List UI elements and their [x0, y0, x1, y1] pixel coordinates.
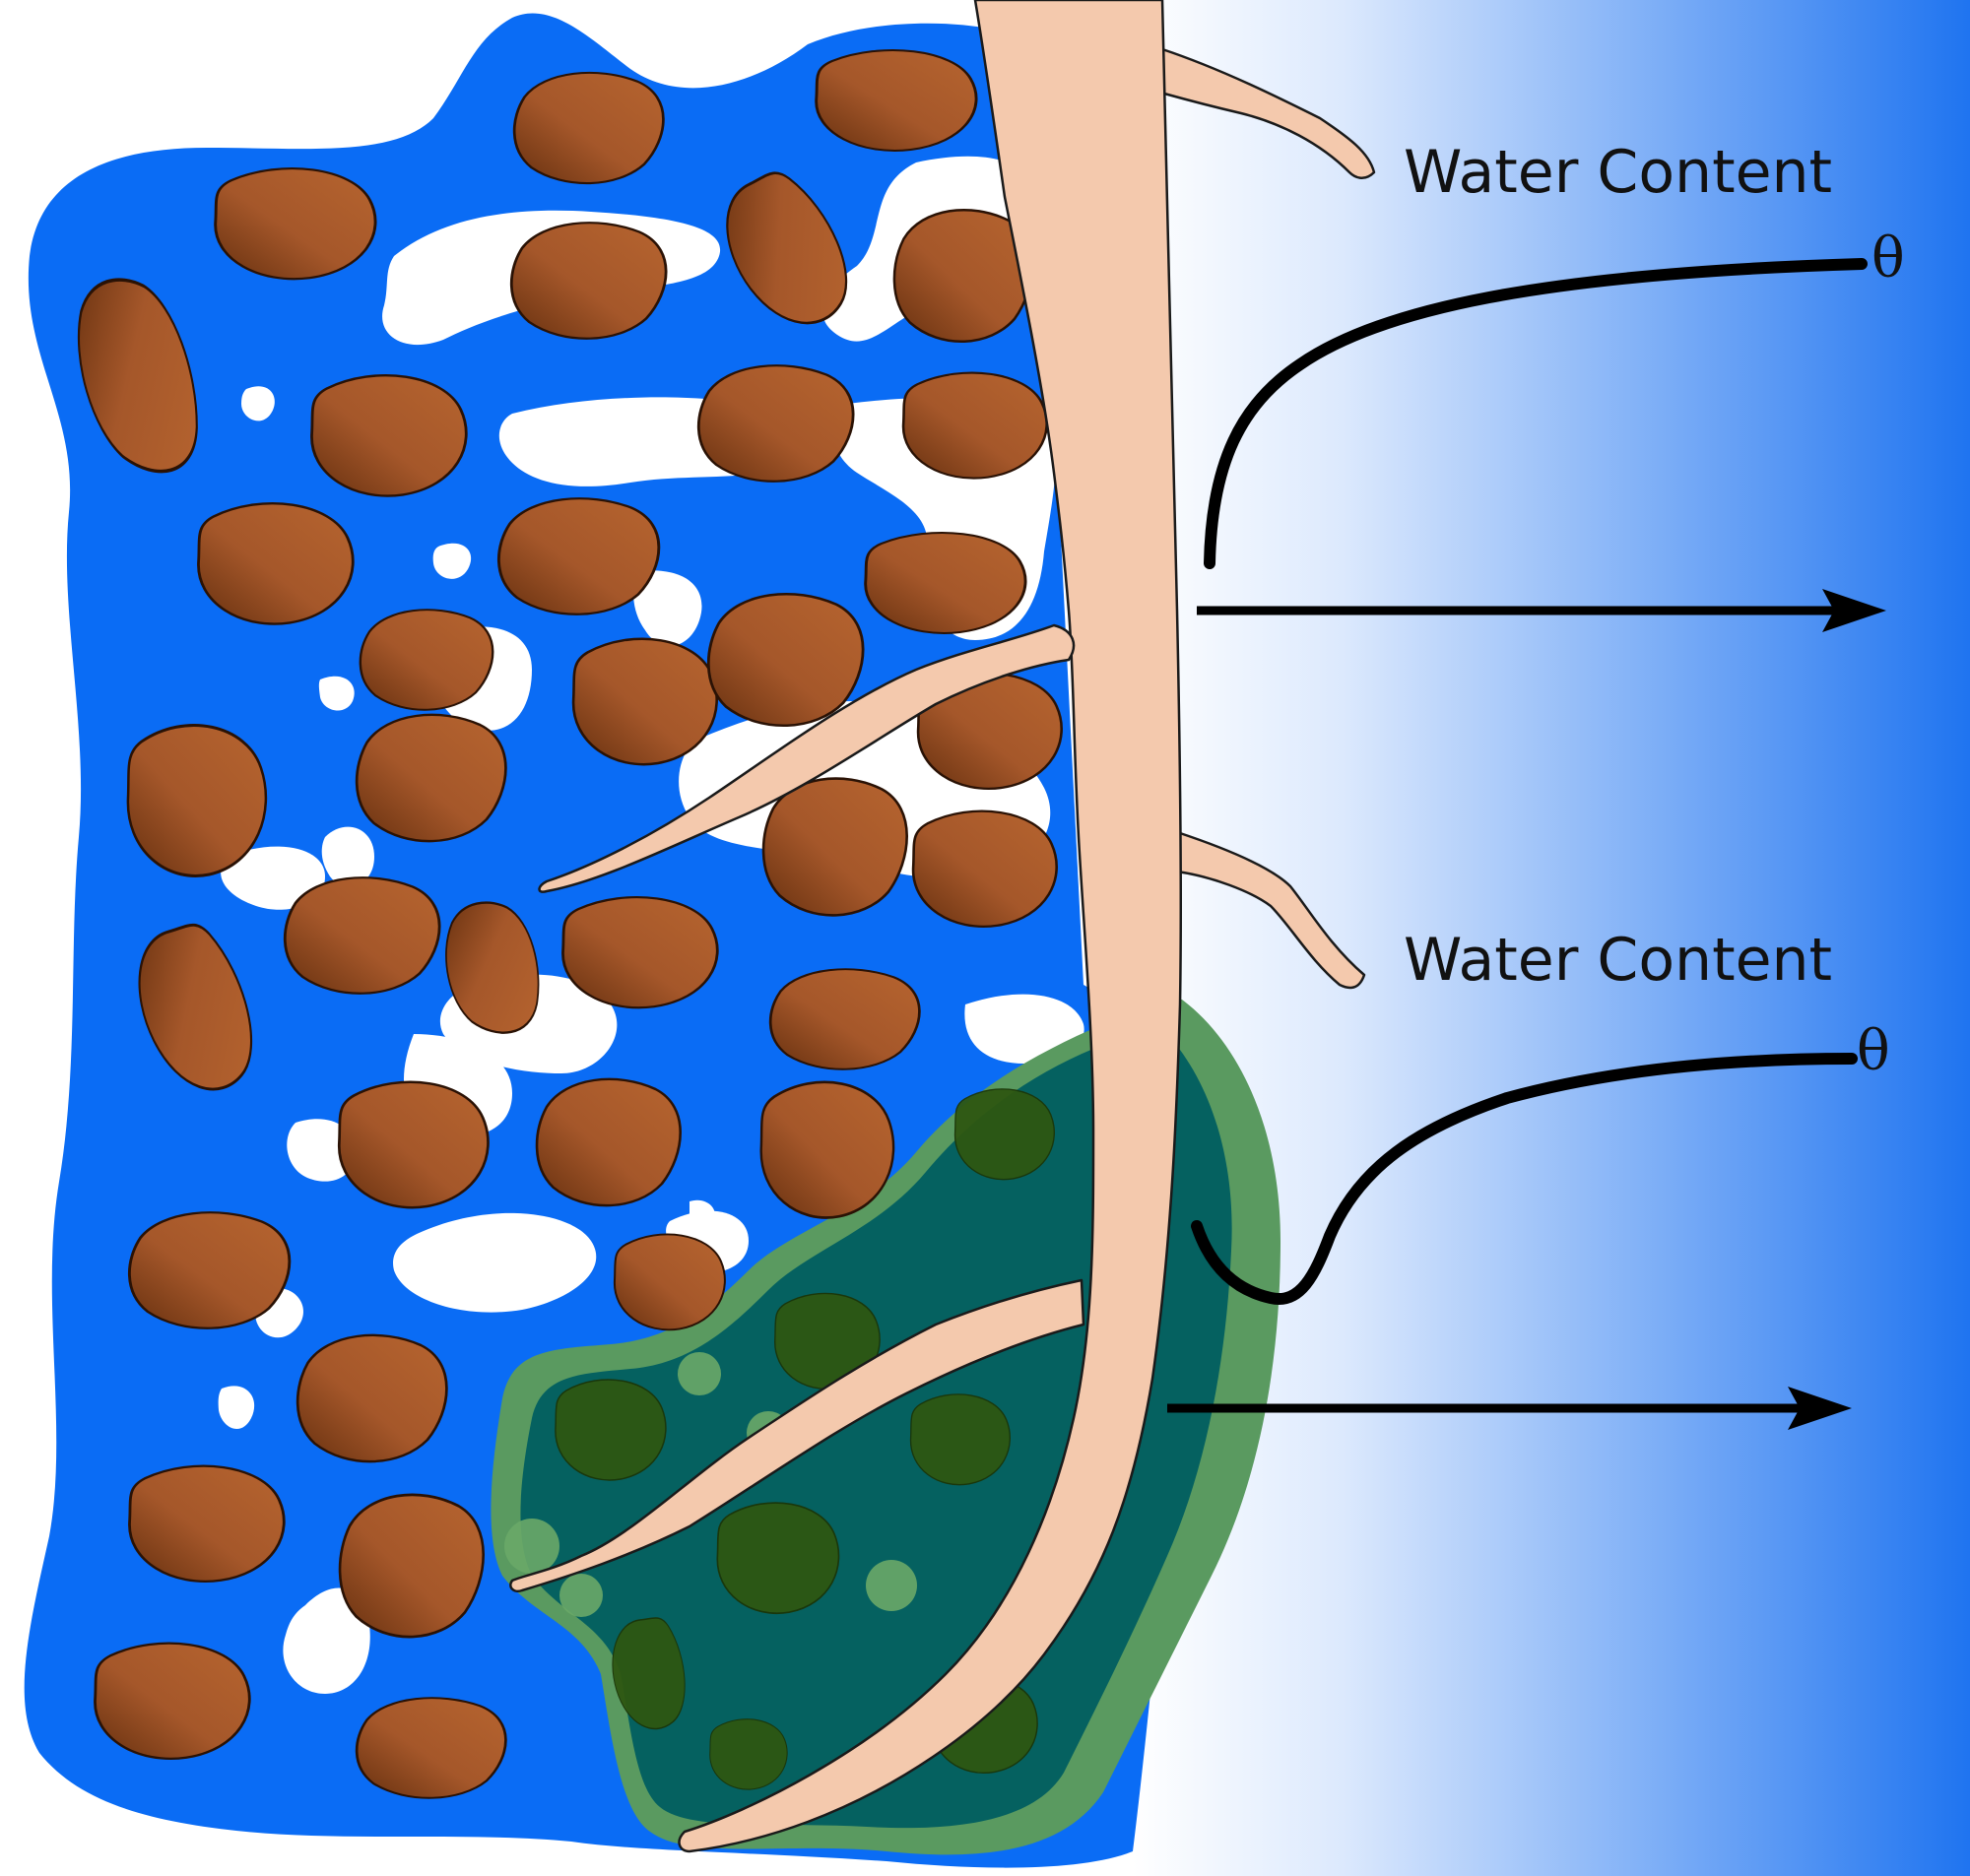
gradient-background: [1133, 0, 1970, 1876]
theta-symbol-top: θ: [1872, 226, 1905, 291]
theta-symbol-bottom: θ: [1857, 1019, 1890, 1083]
water-content-curve-bottom: [1191, 1053, 1858, 1305]
root-main: [678, 0, 1183, 1853]
arrow-bottom-head: [1788, 1387, 1852, 1430]
flux-arrows: [1167, 589, 1886, 1430]
root-lateral-upper-left: [538, 623, 1076, 893]
arrow-top-head: [1822, 589, 1886, 632]
water-content-curve-top: [1204, 258, 1868, 569]
root-lateral-upper-right: [1160, 47, 1376, 179]
water-content-curves: [1191, 258, 1868, 1305]
root-lateral-lower-left: [509, 1278, 1085, 1592]
root: [509, 0, 1376, 1853]
water-content-label-bottom: Water Content: [1404, 926, 1833, 995]
root-lateral-lower-right: [1175, 830, 1366, 990]
water-content-label-top: Water Content: [1404, 138, 1833, 207]
